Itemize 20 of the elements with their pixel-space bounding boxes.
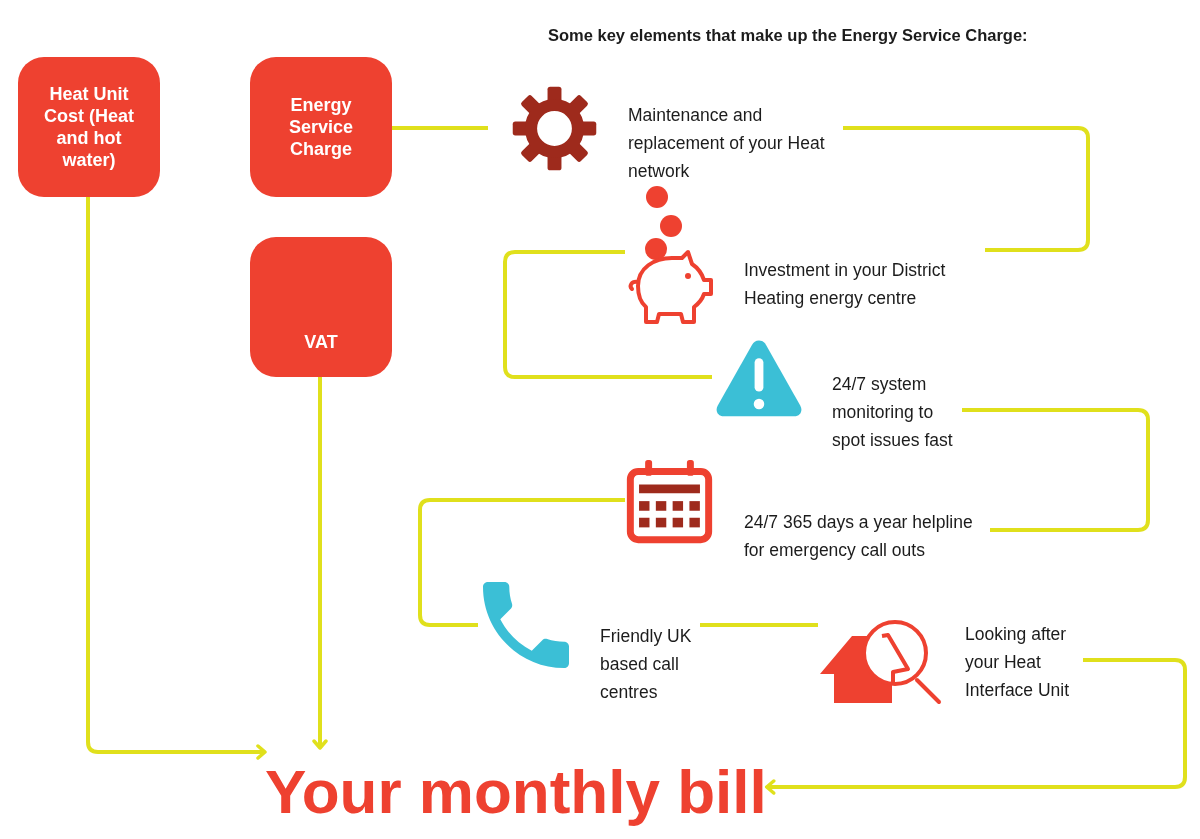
service-description: Looking after your Heat Interface Unit [965,623,1071,702]
cost-box: VAT [250,237,392,377]
cost-box: Energy Service Charge [250,57,392,197]
arrow [312,377,328,750]
connector-line [503,250,712,379]
service-description: Friendly UK based call centres [600,625,693,704]
service-description: 24/7 365 days a year helpline for emergency call outs [744,511,974,562]
connector-line [392,126,488,130]
connector-line [700,623,818,627]
service-description: 24/7 system monitoring to spot issues fast [832,373,954,452]
bill-heading: Your monthly bill [265,748,767,836]
service-description: Maintenance and replacement of your Heat network [628,104,826,183]
connector-line [418,498,625,627]
arrow [765,658,1187,795]
cost-box: Heat Unit Cost (Heat and hot water) [18,57,160,197]
diagram-title: Some key elements that make up the Energy Service Charge: [548,26,1028,45]
arrow [86,197,267,760]
connector-line [843,126,1090,252]
service-description: Investment in your District Heating energy centre [744,259,947,310]
connector-line [962,408,1150,532]
